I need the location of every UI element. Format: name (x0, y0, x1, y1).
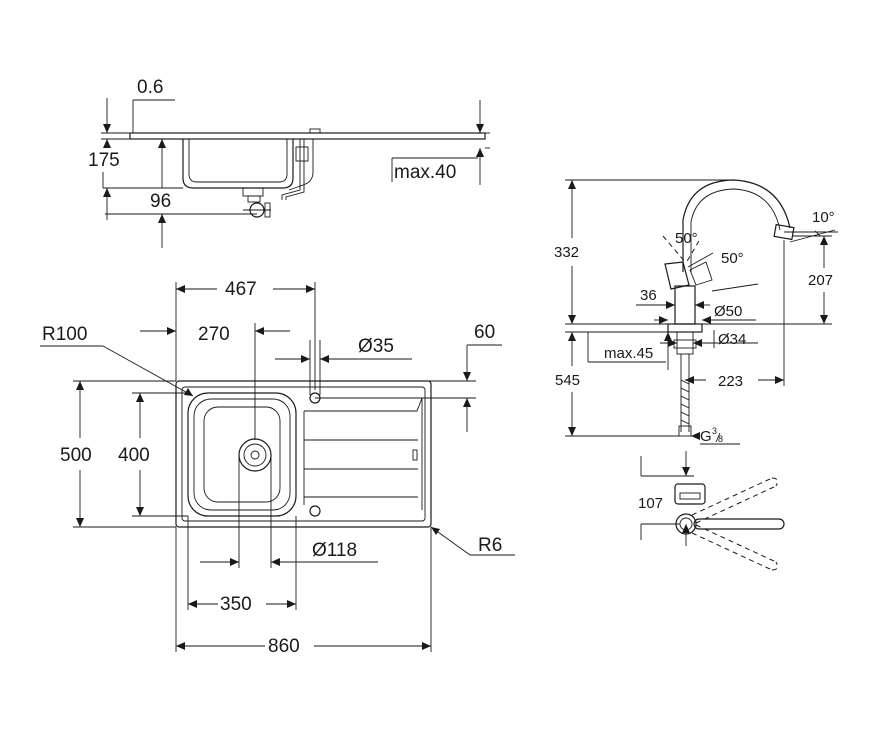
drain-offset-label: 96 (150, 191, 171, 212)
base-top (675, 513, 697, 535)
overflow-pipe (281, 139, 301, 200)
tap-stub (309, 128, 321, 134)
spout-tilt-label: 10° (812, 209, 835, 226)
bowl-outline (187, 392, 297, 517)
max-countertop-label: max.40 (394, 162, 456, 183)
reach-label: 223 (718, 373, 743, 390)
outer-radius-label: R6 (478, 535, 502, 556)
handle-angle-1-label: 50° (675, 230, 698, 247)
overflow-hole (309, 505, 321, 517)
sink-plan-view: 467 270 Ø35 60 R100 (40, 279, 515, 657)
max-deck-label: max.45 (604, 345, 653, 362)
thickness-label: 0.6 (137, 77, 163, 98)
base-diameter-label: Ø50 (714, 303, 742, 320)
overall-depth-label: 500 (60, 445, 92, 466)
thread-fraction-top: 3 (712, 426, 717, 436)
faucet-body (674, 285, 696, 325)
sink-section-view: 0.6 175 96 max.40 (88, 77, 490, 248)
bowl-depth-label: 400 (118, 445, 150, 466)
handle (664, 261, 690, 290)
bowl-edge-to-tap-label: 467 (225, 279, 257, 300)
drainer-grooves (304, 397, 423, 510)
waste-outlet (242, 187, 264, 197)
sink-outline (175, 380, 432, 528)
thread-fraction-bottom: 8 (718, 434, 723, 444)
tap-hole-offset-label: 60 (474, 322, 495, 343)
waste-diameter-label: Ø118 (312, 540, 357, 561)
swivel-dashed-lower (691, 524, 777, 571)
faucet-elevation: 50° 50° 10° 332 207 36 Ø50 (554, 179, 838, 445)
swivel-offset-label: 107 (638, 495, 663, 512)
hose-length-label: 545 (555, 372, 580, 389)
faucet-top-view: 107 (638, 451, 785, 571)
spout-inner (690, 188, 781, 272)
bowl-center-label: 270 (198, 324, 230, 345)
sink-rim-section (129, 132, 486, 140)
handle-angle-2-label: 50° (721, 250, 744, 267)
depth-label: 175 (88, 150, 120, 171)
swivel-dashed-upper (691, 477, 777, 524)
shank-diameter-label: Ø34 (718, 331, 746, 348)
overall-width-label: 860 (268, 636, 300, 657)
bowl-radius-label: R100 (42, 324, 87, 345)
body-height-label: 332 (554, 244, 579, 261)
shank (676, 331, 694, 355)
tap-hole-label: Ø35 (358, 336, 394, 357)
spout-nozzle (773, 223, 795, 241)
spout-top (693, 518, 785, 530)
spout-height-label: 207 (808, 272, 833, 289)
thread-label: G (700, 428, 712, 445)
faucet-base (667, 323, 703, 333)
bowl-width-label: 350 (220, 594, 252, 615)
bowl-section (182, 139, 294, 189)
hose (680, 354, 690, 432)
handle-top (674, 483, 706, 505)
base-offset-label: 36 (640, 287, 657, 304)
